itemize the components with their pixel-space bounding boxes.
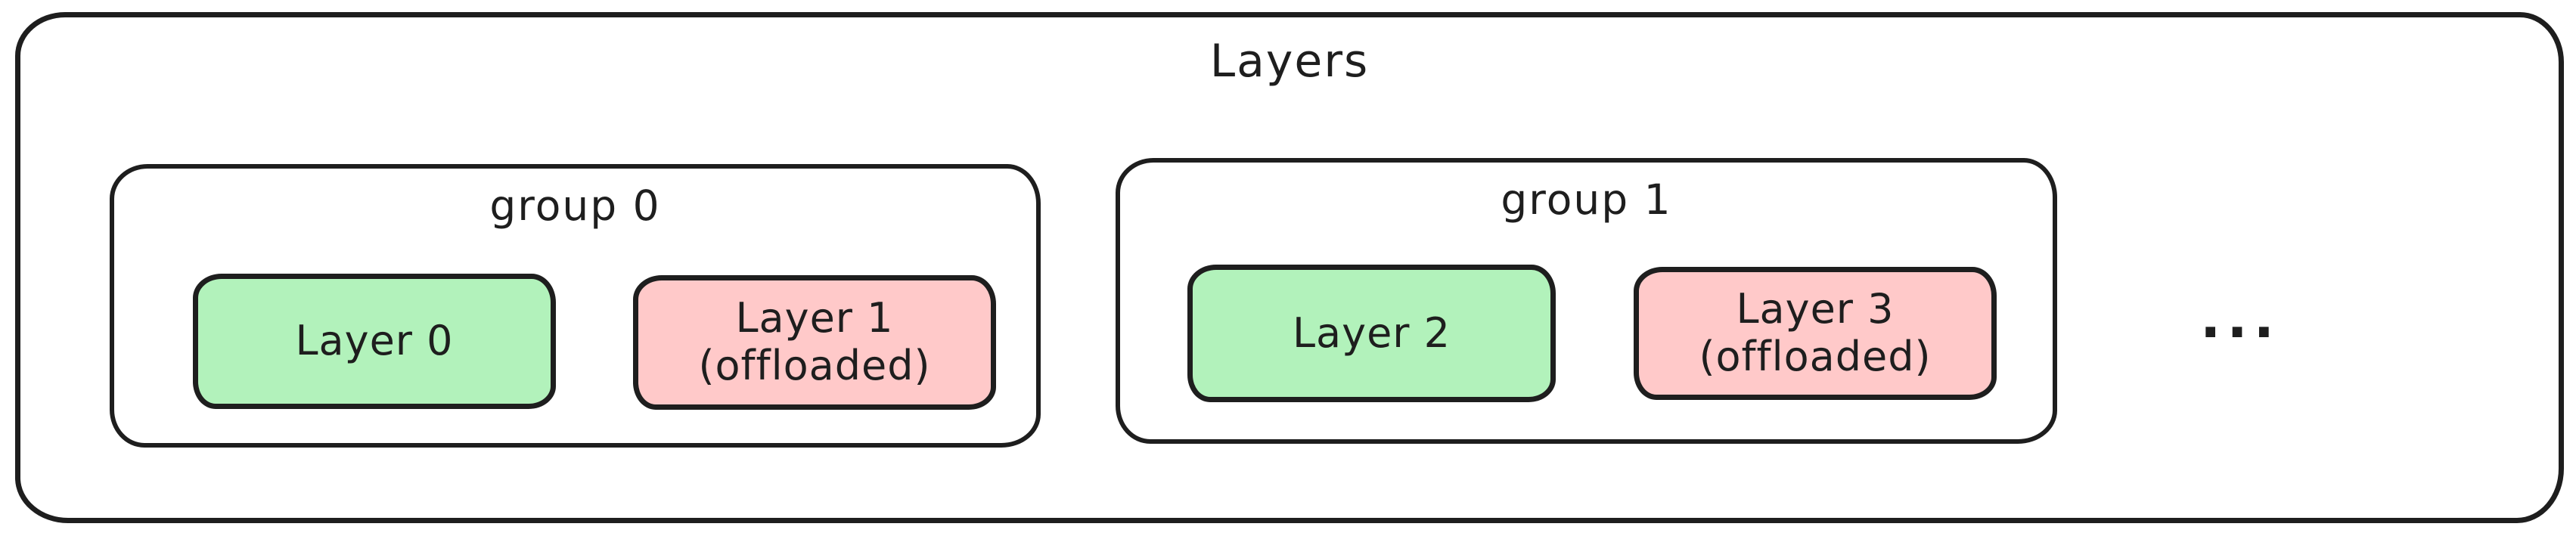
more-groups-ellipsis: ... bbox=[2199, 287, 2281, 350]
layer-3-box: Layer 3 (offloaded) bbox=[1634, 267, 1997, 400]
layer-0-box: Layer 0 bbox=[193, 274, 556, 409]
layer-1-sublabel: (offloaded) bbox=[698, 342, 931, 389]
group-0-label: group 0 bbox=[489, 181, 661, 230]
layers-title: Layers bbox=[1209, 35, 1370, 88]
layer-0-label: Layer 0 bbox=[295, 317, 454, 365]
group-1-box: group 1 Layer 2 Layer 3 (offloaded) bbox=[1116, 158, 2057, 444]
layer-1-box: Layer 1 (offloaded) bbox=[633, 275, 996, 410]
group-0-box: group 0 Layer 0 Layer 1 (offloaded) bbox=[110, 164, 1041, 448]
layer-3-sublabel: (offloaded) bbox=[1699, 333, 1932, 380]
layer-2-label: Layer 2 bbox=[1292, 308, 1451, 357]
group-1-label: group 1 bbox=[1501, 175, 1672, 224]
layer-2-box: Layer 2 bbox=[1187, 265, 1556, 402]
layers-container-box: Layers group 0 Layer 0 Layer 1 (offloade… bbox=[15, 12, 2564, 523]
layer-3-label: Layer 3 bbox=[1736, 285, 1895, 333]
layer-1-label: Layer 1 bbox=[735, 294, 894, 342]
